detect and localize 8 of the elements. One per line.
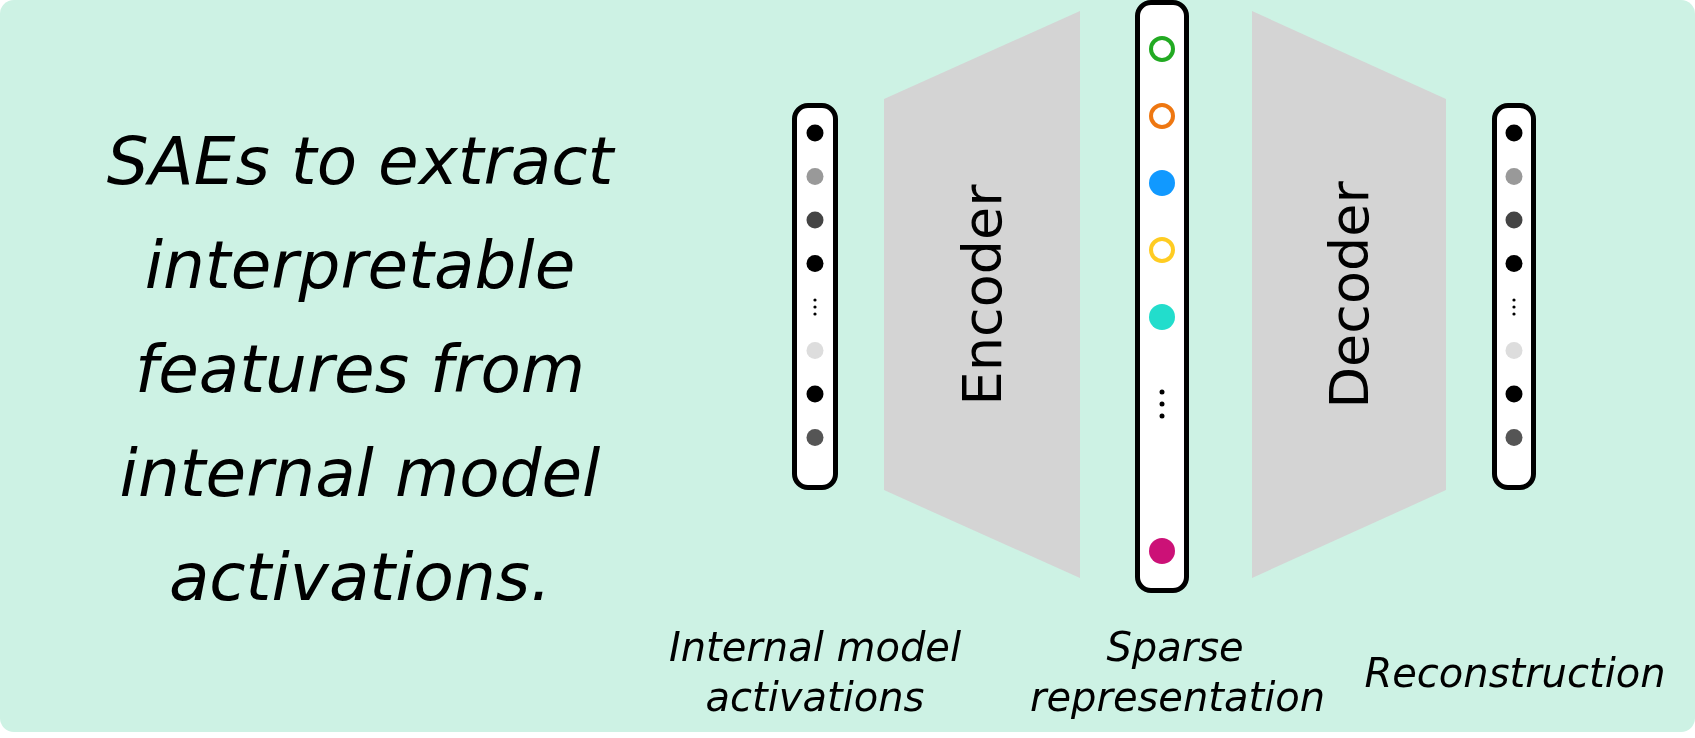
block-label: Decoder — [1317, 180, 1381, 409]
caption-text: Internal model activations — [667, 623, 963, 722]
vector-bar — [792, 103, 838, 490]
title: SAEs to extract interpretable features from internal model activations. — [105, 122, 617, 618]
caption-text: Reconstruction — [1363, 649, 1667, 698]
block-label: Encoder — [950, 184, 1014, 405]
vector-bar — [1135, 0, 1189, 593]
vector-bar — [1492, 103, 1536, 490]
